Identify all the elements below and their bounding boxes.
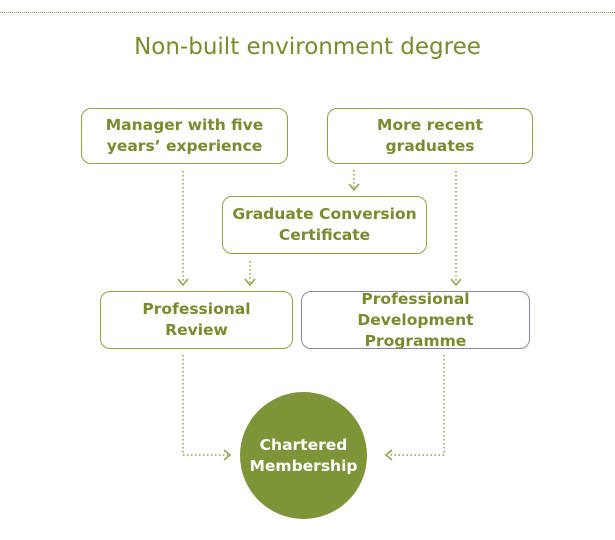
diagram-title: Non-built environment degree (134, 34, 481, 60)
arrow-development-to-membership (388, 355, 445, 456)
top-divider (0, 12, 615, 13)
arrow-review-to-membership (182, 355, 228, 456)
node-conversion-certificate: Graduate Conversion Certificate (222, 196, 427, 254)
node-chartered-membership: Chartered Membership (240, 392, 367, 519)
node-professional-review: Professional Review (100, 291, 293, 349)
node-professional-development: Professional Development Programme (301, 290, 530, 350)
node-manager: Manager with five years’ experience (81, 108, 288, 164)
node-recent-graduates: More recent graduates (327, 108, 533, 164)
